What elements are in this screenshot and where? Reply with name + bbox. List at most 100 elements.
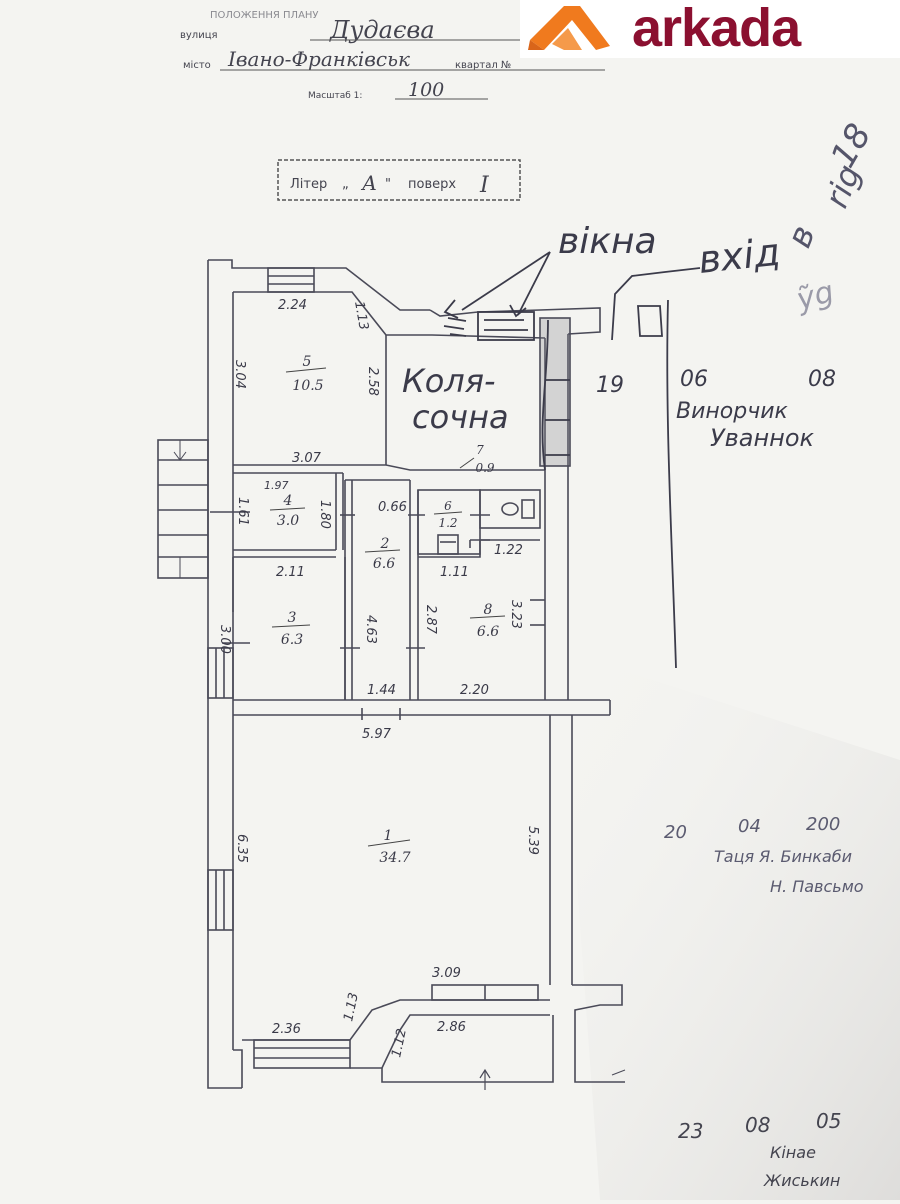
svg-text:0.9: 0.9 [475,461,494,475]
svg-text:„: „ [342,177,349,192]
svg-text:1.80: 1.80 [317,500,332,529]
svg-text:5.39: 5.39 [525,826,540,855]
street-value: Дудаєва [329,16,435,44]
svg-text:3.00: 3.00 [217,625,232,654]
svg-text:08: 08 [808,367,836,392]
header-block: ПОЛОЖЕННЯ ПЛАНУ вулиця Дудаєва місто Іва… [180,10,605,201]
svg-text:1: 1 [384,828,393,844]
svg-text:3.23: 3.23 [508,600,523,629]
room-2: 2 6.6 [364,536,401,572]
svg-text:6.6: 6.6 [477,624,499,640]
room-3: 3 6.3 [271,610,311,648]
svg-text:7: 7 [476,443,484,457]
svg-text:05: 05 [816,1109,841,1133]
svg-text:34.7: 34.7 [379,850,410,866]
svg-text:6.35: 6.35 [234,834,249,863]
svg-text:5: 5 [303,354,312,370]
svg-text:6.6: 6.6 [373,556,395,572]
room-8: 8 6.6 [469,602,506,640]
svg-text:1.13: 1.13 [351,300,371,331]
note-entrance: вхід [696,230,782,282]
room-1: 1 34.7 [367,828,411,866]
room-6: 6 1.2 [433,499,463,530]
svg-text:4.63: 4.63 [363,615,378,644]
svg-text:2.87: 2.87 [423,605,438,635]
svg-text:0.66: 0.66 [378,500,407,515]
svg-text:5.97: 5.97 [362,727,392,742]
svg-text:1.12: 1.12 [389,1027,410,1058]
svg-text:19: 19 [596,373,624,398]
svg-text:2.20: 2.20 [460,683,489,698]
note-name-top-2: Уваннок [710,424,815,452]
liter-label: Літер [290,177,327,192]
note-stroller-2: сочна [412,398,509,436]
handwritten-strokes [443,251,701,669]
svg-text:2.58: 2.58 [365,367,380,396]
note-date-top: 19 06 08 [596,367,836,398]
floor-label: поверх [408,177,456,192]
scale-label: Масштаб 1: [308,91,362,101]
note-windows: вікна [558,221,657,262]
note-stroller-1: Коля- [402,362,496,400]
svg-text:08: 08 [745,1113,770,1137]
note-name-mid-1: Таця Я. Бинкаби [714,847,852,866]
svg-text:4: 4 [283,493,293,509]
svg-text:1.61: 1.61 [235,497,250,526]
svg-text:3.04: 3.04 [232,360,247,389]
svg-text:1.22: 1.22 [494,543,523,558]
room-labels: 1 34.7 2 6.6 3 6.3 4 3.0 5 10.5 6 1.2 [269,354,506,866]
note-date-bottom: 23 08 05 [678,1109,841,1143]
logo-text: arkada [632,0,801,58]
svg-text:": " [385,177,391,192]
paper-shadow [560,650,900,1200]
svg-text:2.24: 2.24 [278,298,307,313]
svg-text:20: 20 [664,822,687,843]
note-name-mid-2: Н. Павсьмо [770,877,864,896]
room-7: 7 0.9 [459,443,495,475]
svg-text:10.5: 10.5 [292,378,323,394]
svg-text:2: 2 [380,536,390,552]
svg-text:1.97: 1.97 [264,479,289,492]
svg-text:200: 200 [806,814,840,835]
svg-text:3.0: 3.0 [277,513,299,529]
note-date-mid: 20 04 200 [664,814,840,843]
logo: arkada [520,0,900,58]
city-value: Івано-Франківськ [227,47,410,71]
svg-text:6.3: 6.3 [281,632,303,648]
block-label: квартал № [455,60,511,71]
svg-text:8: 8 [484,602,493,618]
note-name-bottom-2: Жиськин [763,1171,840,1190]
dimension-labels: 2.24 1.13 3.04 2.58 3.07 1.97 1.61 1.80 … [217,298,540,1059]
walls [157,259,626,1090]
city-label: місто [183,59,211,71]
svg-text:23: 23 [678,1119,703,1143]
floor-value: I [479,173,490,198]
svg-text:06: 06 [680,367,708,392]
svg-text:2.36: 2.36 [272,1022,301,1037]
svg-text:ỹg: ỹg [792,274,838,318]
note-name-top-1: Винорчик [676,399,788,424]
liter-value: А [360,171,377,195]
scale-value: 100 [408,79,444,101]
svg-text:1.44: 1.44 [367,683,396,698]
note-name-bottom-1: Кінае [770,1143,816,1162]
svg-text:1.11: 1.11 [440,565,469,580]
svg-text:3: 3 [288,610,297,626]
handwritten-notes: вікна вхід в rig 18 ỹg Коля- сочна 19 06… [402,117,879,1190]
svg-text:в: в [779,220,824,254]
svg-text:ПОЛОЖЕННЯ ПЛАНУ: ПОЛОЖЕННЯ ПЛАНУ [210,10,319,21]
street-label: вулиця [180,30,218,41]
svg-text:2.11: 2.11 [276,565,305,580]
svg-text:2.86: 2.86 [437,1020,466,1035]
svg-text:3.07: 3.07 [292,451,322,466]
svg-text:1.2: 1.2 [438,516,457,530]
svg-text:1.13: 1.13 [341,991,362,1022]
logo-mark-icon [528,6,610,50]
svg-text:3.09: 3.09 [432,966,461,981]
room-4: 4 3.0 [269,493,306,529]
svg-text:6: 6 [444,499,452,513]
svg-text:04: 04 [738,816,761,837]
room-5: 5 10.5 [285,354,327,394]
